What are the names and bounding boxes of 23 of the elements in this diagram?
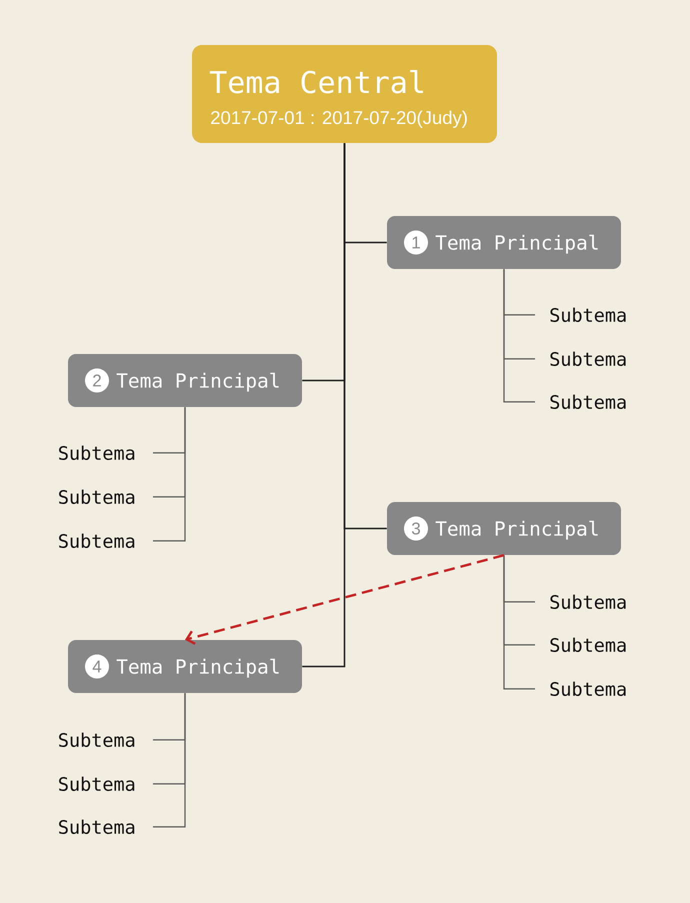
subtopic-label: Subtema	[59, 534, 134, 548]
number-badge: 3	[404, 516, 428, 540]
subtopic-label: Subtema	[550, 594, 626, 609]
subtopic-label: Subtema	[59, 732, 134, 747]
number-badge: 1	[404, 230, 428, 254]
subtopic-label: Subtema	[550, 352, 626, 366]
subtopic-label: Subtema	[550, 394, 626, 410]
connector-line	[503, 269, 535, 402]
subtopic-label: Subtema	[59, 820, 134, 834]
subtopic-label: Subtema	[59, 490, 134, 504]
subtopic-label: Subtema	[550, 308, 626, 322]
arrow	[185, 554, 504, 645]
number-badge: 4	[85, 654, 109, 678]
connector-line	[503, 555, 535, 690]
subtopic-label: Subtema	[59, 446, 134, 460]
number-badge: 2	[85, 368, 109, 392]
connector-line	[302, 143, 346, 668]
connector-line	[153, 693, 186, 828]
subtopic-label: Subtema	[59, 776, 134, 791]
subtopic-label: Subtema	[550, 638, 626, 652]
central-topic-box: Tema Central 2017-07-01 : 2017-07-20(Judy)	[192, 45, 497, 143]
subtopic-label: Subtema	[550, 682, 626, 696]
connector-line	[153, 407, 186, 542]
